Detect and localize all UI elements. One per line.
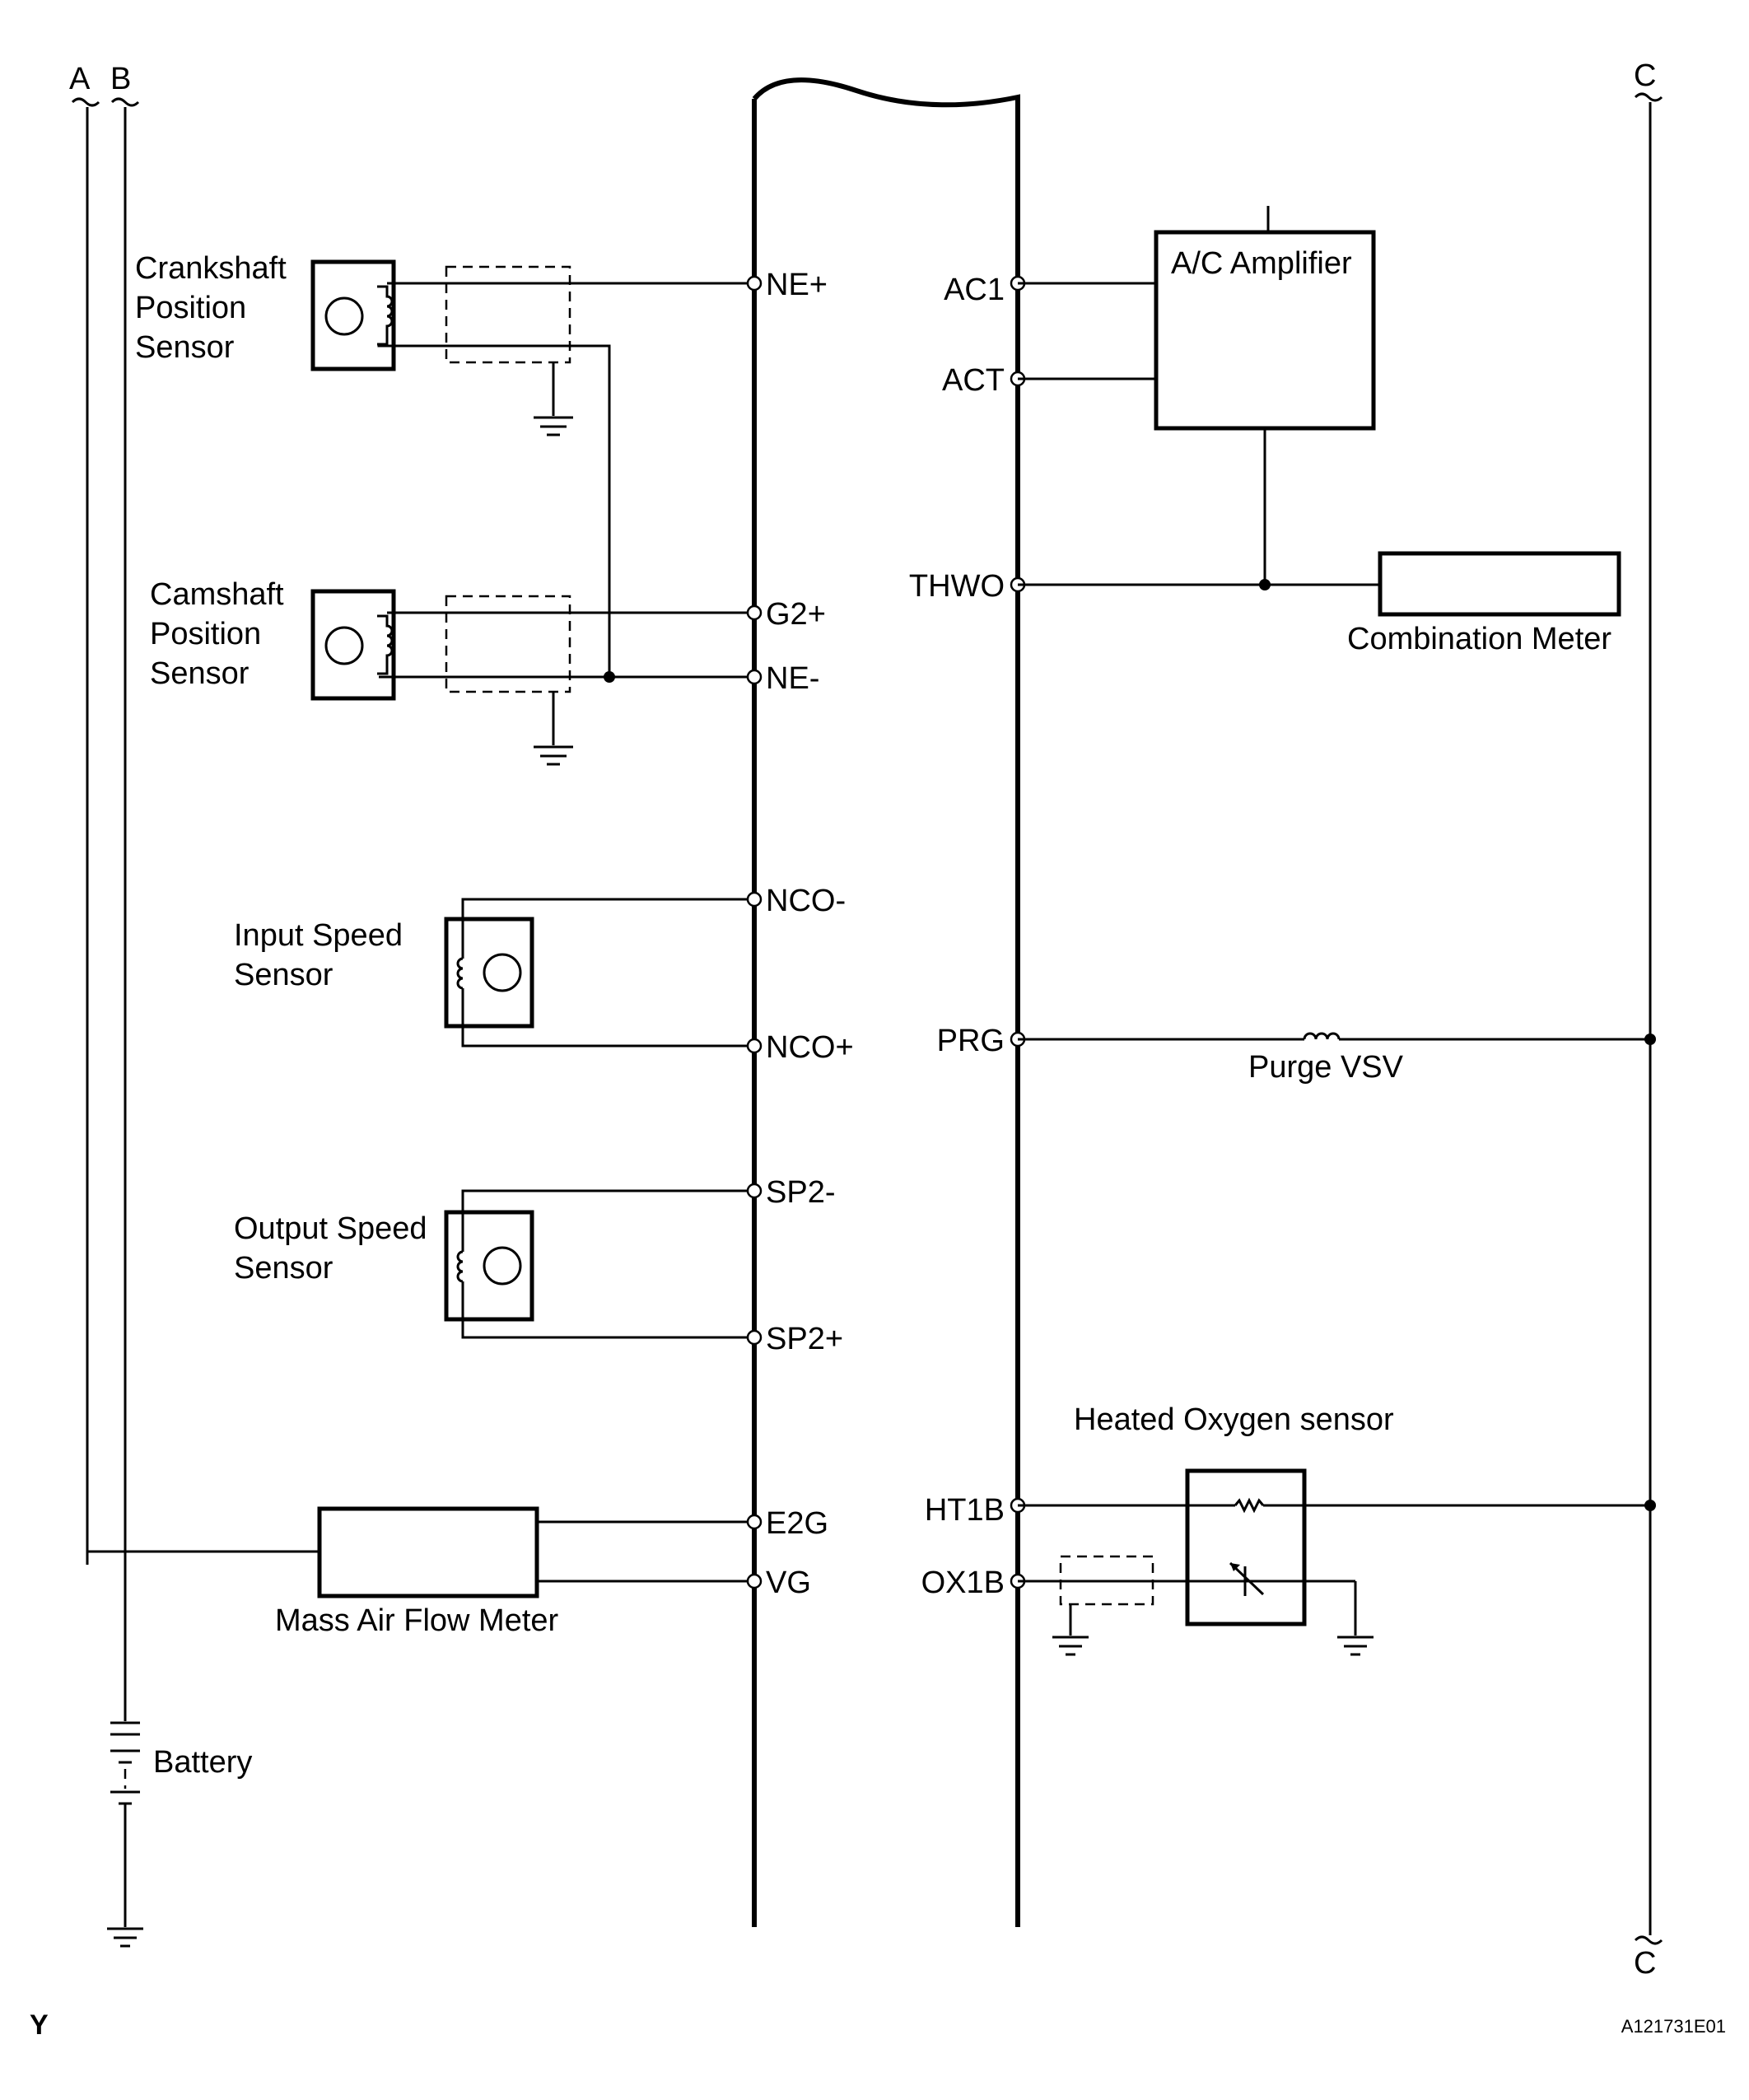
input-speed-label-1: Input Speed <box>234 918 403 953</box>
bus-label-c-top: C <box>1634 58 1656 93</box>
camshaft-coil-icon <box>377 614 394 675</box>
bus-label-a: A <box>69 62 91 96</box>
wire-sp2-minus <box>461 1189 754 1252</box>
break-mark-b <box>110 97 140 107</box>
wire-crank-return <box>377 344 611 677</box>
junction-thwo <box>1259 579 1271 590</box>
camshaft-label-2: Position <box>150 617 261 651</box>
pin-vg <box>746 1573 763 1589</box>
wire-sp2-plus <box>461 1281 754 1339</box>
bus-label-b: B <box>110 62 131 96</box>
crankshaft-label-2: Position <box>135 291 246 325</box>
heater-resistor-icon <box>1234 1497 1265 1514</box>
oxygen-element-icon <box>1229 1561 1265 1596</box>
camshaft-sensor-rotor <box>324 626 364 665</box>
crankshaft-coil-icon <box>377 285 394 346</box>
break-mark-c-bottom <box>1634 1935 1663 1945</box>
left-pins <box>746 275 763 1589</box>
pin-label-ne-plus: NE+ <box>766 268 828 302</box>
wire-nco-plus <box>461 988 754 1048</box>
break-mark-a <box>71 97 100 107</box>
pin-ne-plus <box>746 275 763 292</box>
figure-id: A121731E01 <box>1621 2016 1726 2037</box>
output-speed-sensor-box <box>444 1210 534 1322</box>
output-speed-sensor-rotor <box>483 1246 522 1286</box>
pin-label-sp2-minus: SP2- <box>766 1175 835 1210</box>
break-mark-c-top <box>1634 92 1663 102</box>
input-speed-label-2: Sensor <box>234 958 333 992</box>
ecm-right-edge <box>752 77 1020 1927</box>
pin-label-ht1b: HT1B <box>925 1493 1005 1528</box>
battery-icon <box>110 1721 140 1927</box>
pin-g2-plus <box>746 604 763 621</box>
maf-box <box>317 1506 539 1598</box>
ground-icon <box>534 416 573 436</box>
pin-label-prg: PRG <box>937 1024 1005 1058</box>
ground-icon <box>1052 1636 1089 1656</box>
pin-nco-minus <box>746 891 763 908</box>
pin-label-g2-plus: G2+ <box>766 597 826 632</box>
pin-label-ox1b: OX1B <box>921 1566 1005 1600</box>
junction-heater <box>1644 1500 1656 1511</box>
junction-ne-minus <box>604 671 615 683</box>
maf-label: Mass Air Flow Meter <box>275 1603 559 1638</box>
battery-label: Battery <box>153 1745 252 1780</box>
pin-label-nco-minus: NCO- <box>766 884 846 918</box>
ground-icon <box>534 745 573 766</box>
pin-sp2-minus <box>746 1183 763 1199</box>
input-speed-sensor-rotor <box>483 953 522 992</box>
pin-ne-minus <box>746 669 763 685</box>
pin-e2g <box>746 1514 763 1530</box>
ground-icon <box>107 1927 143 1948</box>
output-speed-coil-icon <box>456 1250 464 1283</box>
junction-purge <box>1644 1034 1656 1045</box>
input-speed-coil-icon <box>456 957 464 990</box>
ac-amplifier-label: A/C Amplifier <box>1171 246 1352 281</box>
camshaft-label-1: Camshaft <box>150 577 284 612</box>
pin-label-ne-minus: NE- <box>766 661 819 696</box>
bus-label-c-bottom: C <box>1634 1946 1656 1981</box>
combination-meter-label: Combination Meter <box>1347 622 1611 656</box>
pin-label-thwo: THWO <box>909 569 1005 604</box>
pin-label-act: ACT <box>942 363 1005 398</box>
pin-label-vg: VG <box>766 1566 811 1600</box>
pin-sp2-plus <box>746 1329 763 1346</box>
crankshaft-sensor-rotor <box>324 296 364 336</box>
combination-meter-box <box>1378 551 1621 617</box>
pin-label-sp2-plus: SP2+ <box>766 1322 843 1356</box>
wire-nco-minus <box>461 898 754 959</box>
ground-icon <box>1337 1636 1374 1656</box>
crankshaft-shield <box>445 265 571 364</box>
oxygen-shield <box>1059 1555 1154 1606</box>
ac-amplifier-box <box>1154 230 1376 431</box>
pin-label-e2g: E2G <box>766 1506 828 1541</box>
pin-label-nco-plus: NCO+ <box>766 1030 854 1065</box>
output-speed-label-2: Sensor <box>234 1251 333 1286</box>
camshaft-label-3: Sensor <box>150 656 250 691</box>
output-speed-label-1: Output Speed <box>234 1211 427 1246</box>
purge-vsv-label: Purge VSV <box>1248 1050 1404 1085</box>
camshaft-shield <box>445 595 571 693</box>
purge-vsv-coil-icon <box>1303 1032 1341 1040</box>
crankshaft-label-1: Crankshaft <box>135 251 287 286</box>
pin-nco-plus <box>746 1038 763 1054</box>
footer-left-mark: Y <box>30 2009 49 2041</box>
pin-label-ac1: AC1 <box>944 273 1005 307</box>
heated-oxygen-box <box>1185 1468 1307 1626</box>
input-speed-sensor-box <box>444 917 534 1029</box>
heated-oxygen-label: Heated Oxygen sensor <box>1074 1402 1394 1437</box>
crankshaft-label-3: Sensor <box>135 330 235 365</box>
